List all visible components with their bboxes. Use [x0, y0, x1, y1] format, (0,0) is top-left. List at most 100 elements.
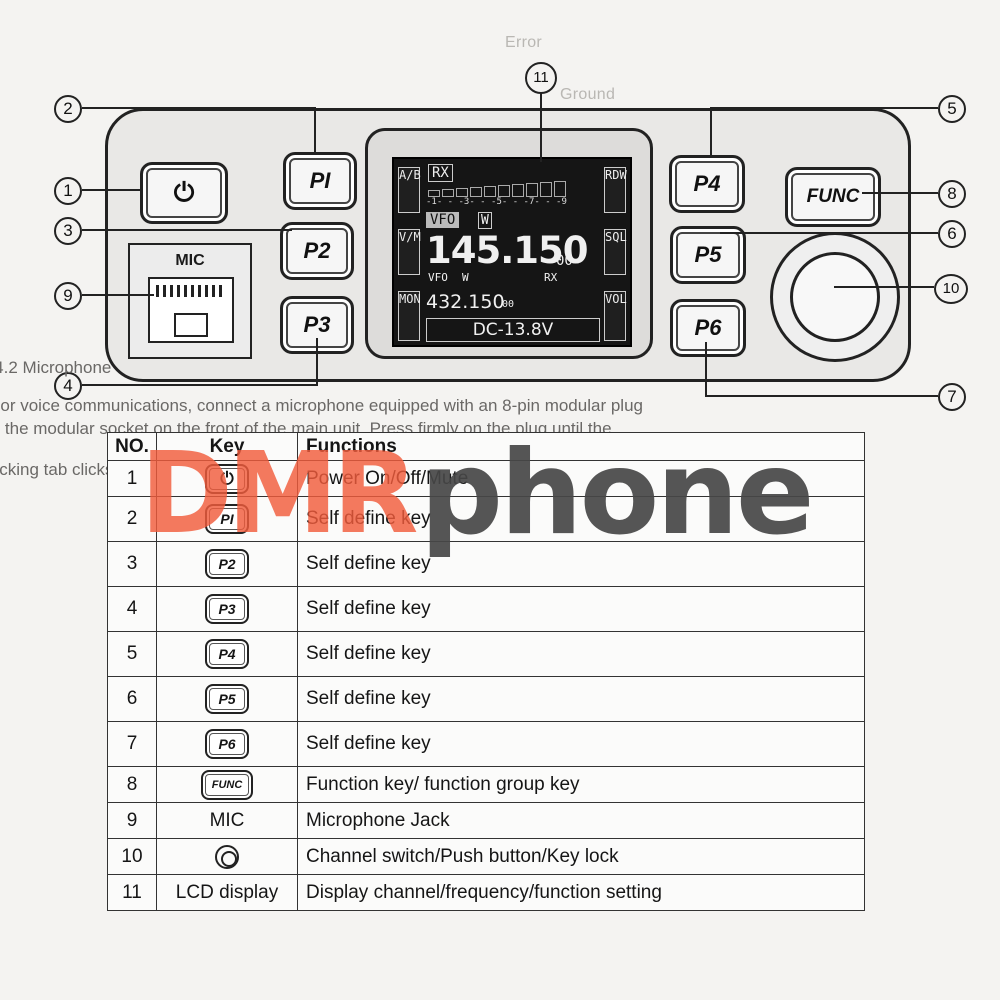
- table-row: 9 MIC Microphone Jack: [107, 802, 865, 839]
- p1-key-icon: PI: [205, 504, 249, 534]
- row-function: Self define key: [297, 631, 865, 677]
- lcd-sub-w: W: [462, 271, 469, 284]
- lcd-sub-vfo: VFO: [428, 271, 448, 284]
- callout-2: 2: [54, 95, 82, 123]
- front-panel-diagram: ⏻ PI P2 P3 P4 P5 P6 FUNC A/B V/M MON RDW…: [0, 0, 1000, 411]
- row-key: P5: [156, 676, 298, 722]
- mic-label: MIC: [175, 252, 205, 269]
- row-key: P4: [156, 631, 298, 677]
- row-no: 4: [107, 586, 157, 632]
- bg-text-ground-label: Ground: [560, 86, 616, 103]
- row-function: Self define key: [297, 586, 865, 632]
- row-function: Self define key: [297, 496, 865, 542]
- row-no: 2: [107, 496, 157, 542]
- bg-section-heading: 3.4.2 Microphone: [0, 358, 112, 377]
- callout-1: 1: [54, 177, 82, 205]
- callout-11: 11: [525, 62, 557, 94]
- p6-key-icon: P6: [205, 729, 249, 759]
- table-row: 4 P3 Self define key: [107, 586, 865, 632]
- bg-paragraph-line-3: locking tab clicks.: [0, 460, 119, 479]
- p3-key-icon: P3: [205, 594, 249, 624]
- row-function: Channel switch/Push button/Key lock: [297, 838, 865, 875]
- row-function: Self define key: [297, 676, 865, 722]
- p4-key-label: P4: [693, 171, 721, 196]
- func-key-label: FUNC: [806, 186, 860, 207]
- func-key-icon: FUNC: [201, 769, 253, 800]
- row-key: ⏻: [156, 460, 298, 497]
- row-no: 9: [107, 802, 157, 839]
- p6-key-label: P6: [694, 315, 722, 340]
- header-no: NO.: [107, 432, 157, 461]
- callout-7: 7: [938, 383, 966, 411]
- mic-jack: MIC: [128, 243, 252, 359]
- lcd-signal-bars: [428, 181, 578, 197]
- lcd-display: A/B V/M MON RDW SQL VOL RX -1- - -3- - -…: [392, 157, 632, 347]
- p5-key-icon: P5: [205, 684, 249, 714]
- row-function: Power On/Off/Mute: [297, 460, 865, 497]
- callout-3: 3: [54, 217, 82, 245]
- p4-key-icon: P4: [205, 639, 249, 669]
- row-no: 6: [107, 676, 157, 722]
- lcd-left-label-ab: A/B: [398, 167, 421, 213]
- row-no: 11: [107, 874, 157, 911]
- p5-key: P5: [670, 226, 746, 284]
- p5-key-label: P5: [694, 242, 722, 267]
- knob-icon: [215, 844, 239, 869]
- row-no: 5: [107, 631, 157, 677]
- callout-9: 9: [54, 282, 82, 310]
- callout-10: 10: [934, 274, 968, 304]
- header-functions: Functions: [297, 432, 865, 461]
- row-key: P3: [156, 586, 298, 632]
- row-key: P6: [156, 721, 298, 767]
- row-key: FUNC: [156, 766, 298, 803]
- row-no: 3: [107, 541, 157, 587]
- row-no: 10: [107, 838, 157, 875]
- power-icon: ⏻: [173, 177, 195, 207]
- bg-text-error-label: Error: [505, 34, 543, 51]
- p1-key-label: PI: [309, 168, 331, 193]
- row-key: PI: [156, 496, 298, 542]
- row-key: LCD display: [156, 874, 298, 911]
- table-row: 11 LCD display Display channel/frequency…: [107, 874, 865, 911]
- key-functions-table: NO. Key Functions 1 ⏻ Power On/Off/Mute …: [107, 432, 865, 911]
- lcd-scale: -1- - -3- - -5- - -7- - -9: [426, 197, 567, 207]
- row-no: 8: [107, 766, 157, 803]
- row-function: Function key/ function group key: [297, 766, 865, 803]
- row-key: P2: [156, 541, 298, 587]
- row-function: Self define key: [297, 541, 865, 587]
- table-row: 2 PI Self define key: [107, 496, 865, 542]
- p6-key: P6: [670, 299, 746, 357]
- func-key: FUNC: [785, 167, 881, 227]
- table-row: 10 Channel switch/Push button/Key lock: [107, 838, 865, 875]
- p2-key-icon: P2: [205, 549, 249, 579]
- table-row: 8 FUNC Function key/ function group key: [107, 766, 865, 803]
- table-row: 1 ⏻ Power On/Off/Mute: [107, 460, 865, 497]
- lcd-right-label-rdw: RDW: [604, 167, 627, 213]
- lcd-w-tag: W: [478, 212, 492, 229]
- table-row: 6 P5 Self define key: [107, 676, 865, 722]
- lcd-main-frequency: 145.150: [426, 229, 589, 272]
- mic-socket-icon: [148, 277, 234, 343]
- header-key: Key: [156, 432, 298, 461]
- table-row: 3 P2 Self define key: [107, 541, 865, 587]
- row-function: Microphone Jack: [297, 802, 865, 839]
- callout-6: 6: [938, 220, 966, 248]
- row-function: Display channel/frequency/function setti…: [297, 874, 865, 911]
- lcd-left-label-vm: V/M: [398, 229, 421, 275]
- lcd-sub-frequency-sub: 00: [502, 299, 515, 310]
- table-header-row: NO. Key Functions: [107, 432, 865, 461]
- row-no: 1: [107, 460, 157, 497]
- bg-paragraph-line-1: For voice communications, connect a micr…: [0, 396, 643, 415]
- power-icon: ⏻: [205, 463, 249, 494]
- power-key: ⏻: [140, 162, 228, 224]
- lcd-voltage: DC-13.8V: [426, 318, 600, 342]
- callout-5: 5: [938, 95, 966, 123]
- callout-4: 4: [54, 372, 82, 400]
- table-row: 7 P6 Self define key: [107, 721, 865, 767]
- callout-8: 8: [938, 180, 966, 208]
- lcd-vfo-tag: VFO: [426, 212, 460, 228]
- channel-knob: [790, 252, 880, 342]
- p2-key-label: P2: [303, 238, 331, 263]
- p2-key: P2: [280, 222, 354, 280]
- row-key: [156, 838, 298, 875]
